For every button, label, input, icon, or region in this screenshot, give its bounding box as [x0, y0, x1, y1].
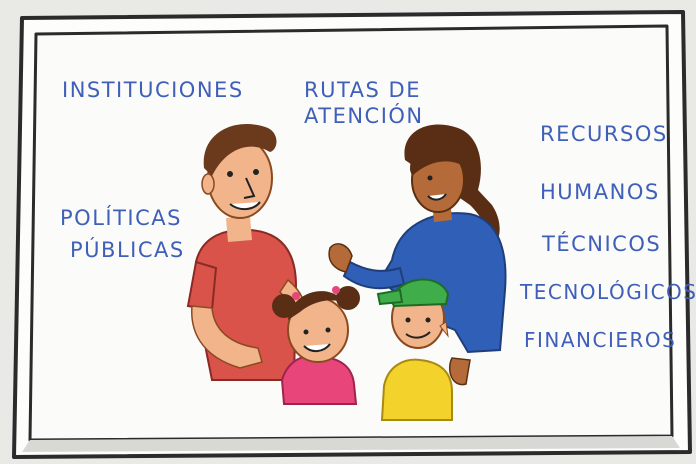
label-rutas-line1: RUTAS DE [304, 78, 421, 102]
girl-figure [272, 286, 360, 405]
label-tecnicos: TÉCNICOS [542, 232, 662, 256]
label-rutas-line2: ATENCIÓN [304, 104, 424, 128]
father-figure [186, 124, 307, 381]
label-politicas-line1: POLÍTICAS [60, 206, 182, 230]
label-humanos: HUMANOS [540, 180, 660, 204]
label-instituciones: INSTITUCIONES [62, 78, 244, 102]
boy-figure [376, 278, 453, 421]
label-politicas-line2: PÚBLICAS [70, 238, 185, 262]
label-recursos: RECURSOS [540, 122, 668, 146]
label-tecnologicos: TECNOLÓGICOS [520, 280, 696, 304]
mother-figure [328, 124, 507, 386]
label-financieros: FINANCIEROS [524, 328, 677, 352]
